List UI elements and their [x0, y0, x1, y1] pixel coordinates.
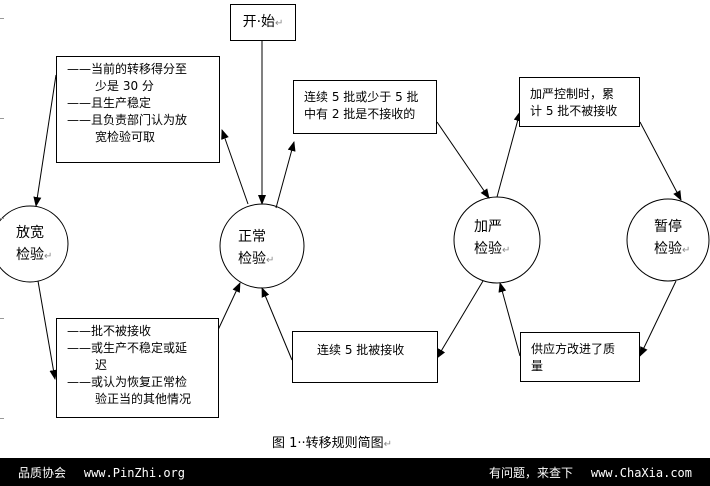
caption-text: 图 1··转移规则简图	[272, 436, 384, 451]
footer-right-link[interactable]: www.ChaXia.com	[590, 466, 692, 480]
figure-caption: 图 1··转移规则简图↵	[272, 436, 393, 451]
condition-line: ——批不被接收	[67, 324, 152, 338]
footer-site-name: 品质协会	[18, 466, 67, 480]
footer-right: 有问题，来查下 www.ChaXia.com	[489, 464, 692, 481]
condition-box-suspended-to-tightened: 供应方改进了质 量	[520, 332, 640, 382]
suspended-label: 暂停 检验↵	[654, 216, 690, 262]
normal-label-line1: 正常	[238, 229, 266, 245]
condition-box-tightened-to-suspended: 加严控制时，累 计 5 批不被接收	[519, 77, 640, 127]
margin-mark	[0, 118, 4, 119]
arrow-box2-to-normal	[217, 282, 241, 331]
condition-box-tightened-to-normal: 连续 5 批被接收	[292, 331, 438, 383]
reduced-label-line1: 放宽	[16, 225, 44, 241]
reduced-circle	[0, 205, 69, 283]
margin-mark	[0, 18, 4, 19]
arrow-tightened-to-box5	[496, 111, 522, 198]
start-box: 开·始↵	[230, 4, 296, 41]
diagram-lines	[0, 40, 710, 380]
arrow-box1-to-reduced	[33, 74, 57, 207]
condition-line: 中有 2 批是不接收的	[304, 107, 416, 121]
condition-line: ——或认为恢复正常检	[67, 375, 188, 389]
footer-bar: 品质协会 www.PinZhi.org 有问题，来查下 www.ChaXia.c…	[0, 458, 710, 486]
arrow-box3-to-tightened	[436, 121, 490, 199]
condition-line: 连续 5 批或少于 5 批	[304, 90, 419, 104]
condition-line: 加严控制时，累	[530, 87, 615, 101]
condition-line: ——且负责部门认为放	[67, 113, 188, 127]
condition-line: 宽检验可取	[95, 130, 156, 144]
condition-line: 迟	[95, 358, 108, 372]
condition-line: 量	[531, 359, 544, 373]
arrow-suspended-to-box6	[639, 280, 677, 357]
arrow-reduced-to-box2	[37, 280, 58, 380]
tightened-label: 加严 检验↵	[474, 216, 510, 262]
suspended-label-line1: 暂停	[654, 219, 682, 235]
reduced-label: 放宽 检验↵	[16, 222, 52, 268]
arrow-box6-to-tightened	[498, 282, 521, 357]
start-label: 开·始	[242, 14, 276, 30]
arrow-box5-to-suspended	[639, 121, 682, 201]
normal-label-line2: 检验↵	[238, 251, 275, 267]
margin-mark	[0, 318, 4, 319]
transfer-rules-diagram: 开·始↵ ——当前的转移得分至 少是 30 分 ——且生产稳定 ——且负责部门认…	[0, 4, 710, 451]
normal-label: 正常 检验↵	[238, 226, 274, 272]
arrow-normal-to-box3	[275, 141, 296, 209]
suspended-label-line2: 检验↵	[654, 241, 691, 257]
arrow-tightened-to-box4	[436, 280, 484, 359]
tightened-label-line1: 加严	[474, 219, 502, 235]
arrow-normal-to-box1	[221, 129, 249, 205]
condition-line: 验正当的其他情况	[95, 392, 192, 406]
footer-right-text: 有问题，来查下	[489, 466, 574, 480]
margin-mark	[0, 418, 4, 419]
suspended-circle	[626, 198, 710, 282]
condition-box-reduced-to-normal: ——批不被接收 ——或生产不稳定或延 迟 ——或认为恢复正常检 验正当的其他情况	[56, 318, 219, 418]
reduced-label-line2: 检验↵	[16, 247, 53, 263]
condition-line: 少是 30 分	[95, 79, 154, 93]
condition-line: 连续 5 批被接收	[317, 343, 405, 357]
condition-line: 供应方改进了质	[531, 342, 616, 356]
condition-box-normal-to-tightened: 连续 5 批或少于 5 批 中有 2 批是不接收的	[293, 80, 437, 134]
tightened-label-line2: 检验↵	[474, 241, 511, 257]
footer-left: 品质协会 www.PinZhi.org	[18, 464, 185, 481]
condition-line: 计 5 批不被接收	[530, 104, 618, 118]
arrow-box4-to-normal	[261, 287, 293, 361]
condition-line: ——或生产不稳定或延	[67, 341, 188, 355]
margin-mark	[0, 218, 4, 219]
condition-line: ——当前的转移得分至	[67, 62, 188, 76]
condition-box-normal-to-reduced: ——当前的转移得分至 少是 30 分 ——且生产稳定 ——且负责部门认为放 宽检…	[56, 56, 220, 163]
condition-line: ——且生产稳定	[67, 96, 152, 110]
footer-left-link[interactable]: www.PinZhi.org	[83, 466, 185, 480]
